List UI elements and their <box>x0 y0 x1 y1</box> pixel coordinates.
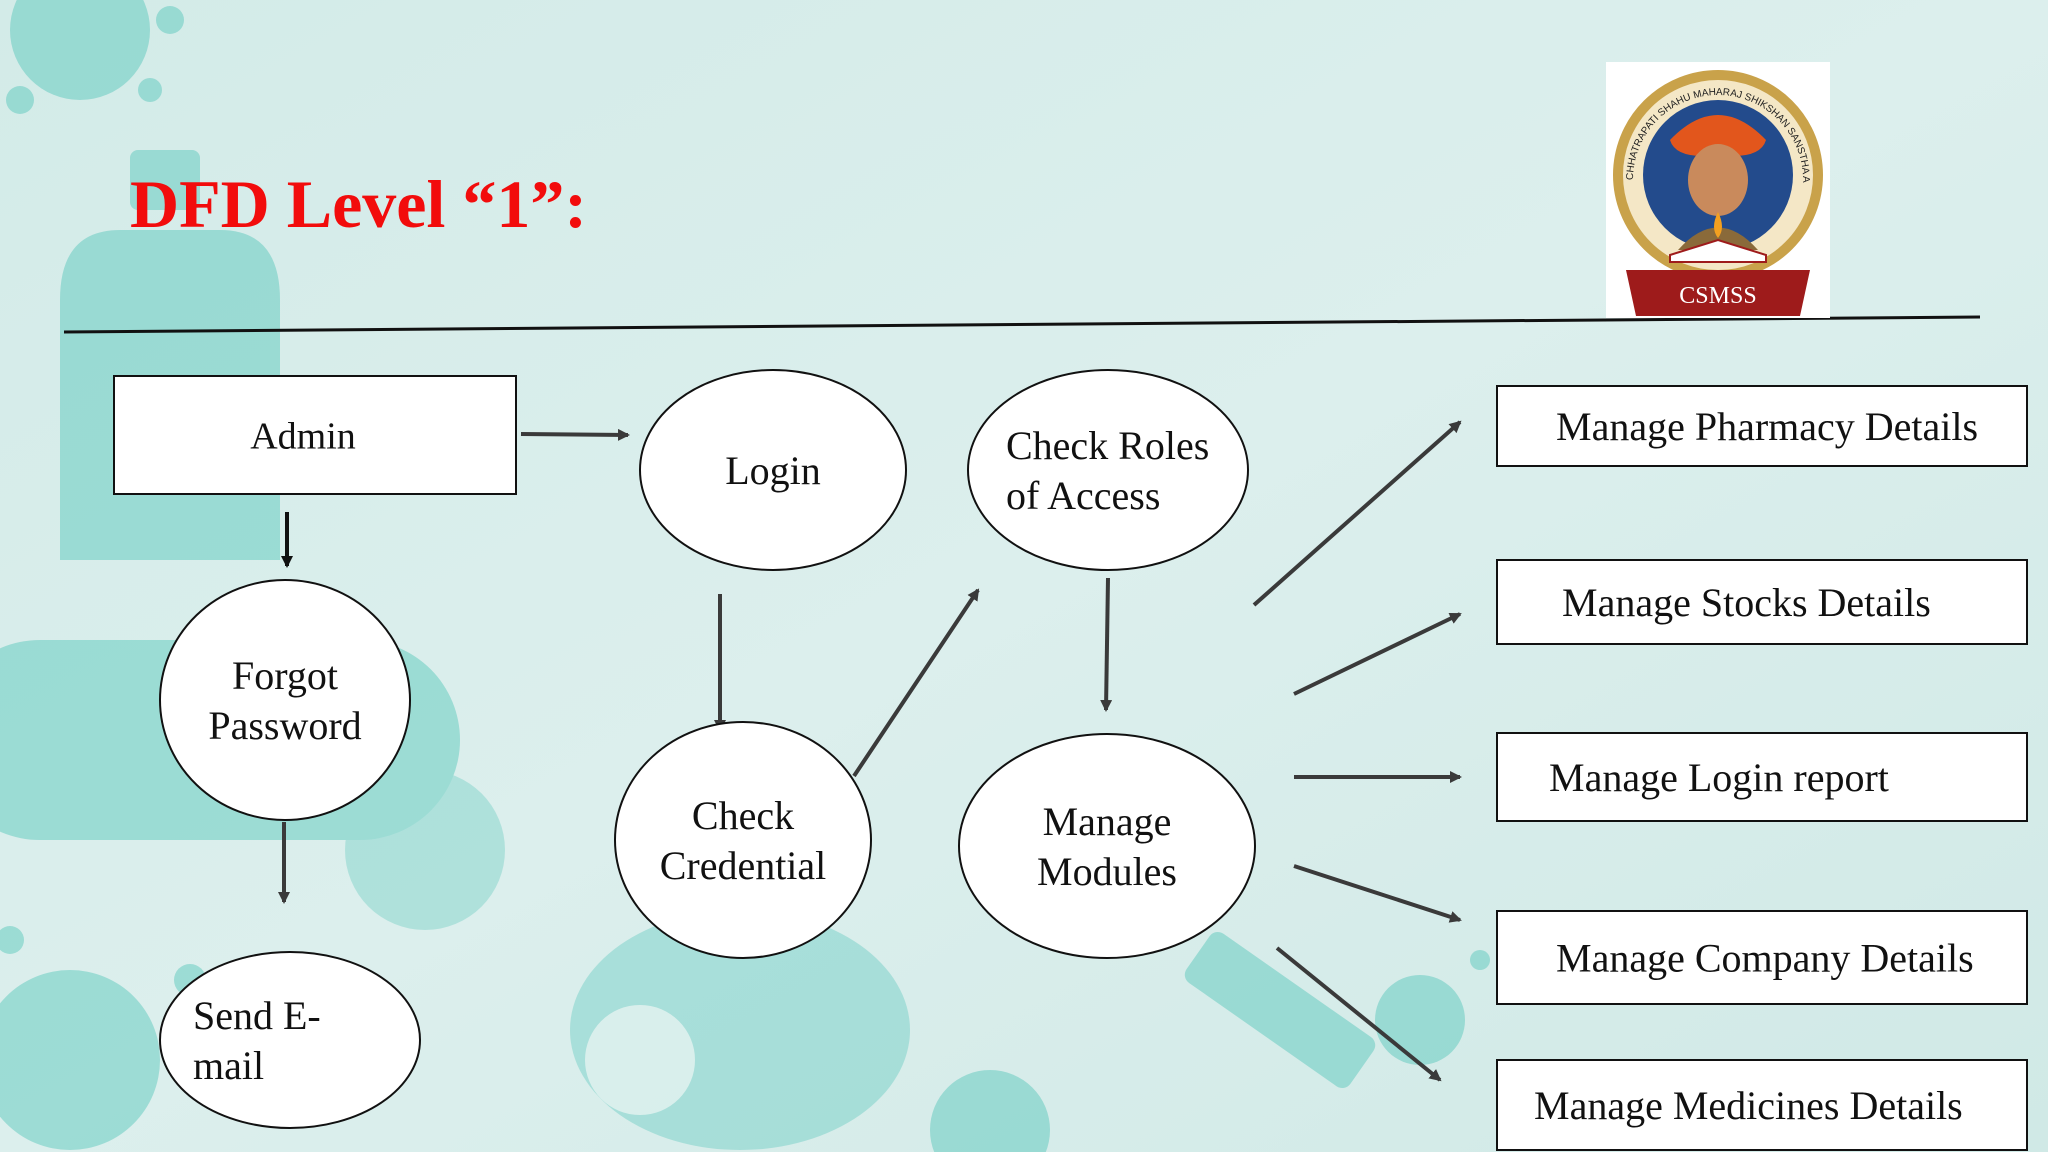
node-manage-pharmacy: Manage Pharmacy Details <box>1496 385 2028 467</box>
node-manage-medicines-label: Manage Medicines Details <box>1534 1083 1963 1128</box>
node-admin: Admin <box>113 375 517 495</box>
edge-manage-modules-to-manage-company <box>1293 864 1462 923</box>
edge-manage-modules-to-manage-stocks <box>1293 612 1462 696</box>
node-manage-medicines-box <box>1496 1059 2028 1151</box>
plus-icon <box>345 770 505 930</box>
node-check-credential-label: Credential <box>660 843 827 888</box>
syringe-icon <box>1184 931 1376 1089</box>
edge-manage-modules-to-manage-pharmacy <box>1252 420 1462 607</box>
node-manage-login-report-label: Manage Login report <box>1549 755 1889 800</box>
virus-icon <box>0 926 206 1150</box>
title-divider <box>63 315 1981 334</box>
node-manage-company: Manage Company Details <box>1496 910 2028 1005</box>
node-manage-company-box <box>1496 910 2028 1005</box>
node-login-ellipse <box>639 369 907 571</box>
node-manage-pharmacy-box <box>1496 385 2028 467</box>
edge-check-roles-to-manage-modules <box>1100 577 1113 712</box>
node-manage-login-report-box <box>1496 732 2028 822</box>
edge-manage-modules-to-manage-medicines <box>1275 946 1442 1082</box>
page-title: DFD Level “1”: <box>130 166 588 242</box>
logo-ring-text: CHHATRAPATI SHAHU MAHARAJ SHIKSHAN SANST… <box>0 0 1811 183</box>
virus-icon <box>930 950 1490 1152</box>
node-manage-modules-label: Modules <box>1037 849 1177 894</box>
node-login: Login <box>639 369 907 571</box>
node-login-label: Login <box>725 448 821 493</box>
node-check-roles: Check Roles of Access <box>967 369 1249 571</box>
node-admin-box <box>113 375 517 495</box>
node-send-email-label: Send E- <box>193 993 321 1038</box>
node-manage-modules-ellipse <box>958 733 1256 959</box>
node-check-roles-label: Check Roles <box>1006 423 1209 468</box>
node-manage-stocks-box <box>1496 559 2028 645</box>
csmss-logo: CSMSS CHHATRAPATI SHAHU MAHARAJ SHIKSHAN… <box>0 0 1830 318</box>
node-check-roles-label: of Access <box>1006 473 1160 518</box>
node-manage-login-report: Manage Login report <box>1496 732 2028 822</box>
node-manage-pharmacy-label: Manage Pharmacy Details <box>1556 404 1978 449</box>
node-manage-stocks: Manage Stocks Details <box>1496 559 2028 645</box>
node-forgot-password-label: Password <box>208 703 361 748</box>
node-send-email-label: mail <box>193 1043 264 1088</box>
node-manage-company-label: Manage Company Details <box>1556 936 1974 981</box>
node-send-email: Send E-mail <box>159 951 421 1129</box>
edge-check-credential-to-check-roles <box>852 588 980 778</box>
virus-icon <box>6 0 184 114</box>
pill-icon <box>570 910 910 1150</box>
node-send-email-ellipse <box>159 951 421 1129</box>
node-manage-stocks-label: Manage Stocks Details <box>1562 580 1931 625</box>
node-admin-label: Admin <box>250 415 356 457</box>
node-manage-medicines: Manage Medicines Details <box>1496 1059 2028 1151</box>
node-check-credential-ellipse <box>614 721 872 959</box>
edge-admin-to-login <box>520 428 630 441</box>
node-forgot-password-ellipse <box>159 579 411 821</box>
node-check-roles-ellipse <box>967 369 1249 571</box>
node-forgot-password-label: Forgot <box>232 653 338 698</box>
node-manage-modules-label: Manage <box>1043 799 1172 844</box>
logo-text: CSMSS <box>1679 283 1756 309</box>
node-check-credential-label: Check <box>692 793 794 838</box>
